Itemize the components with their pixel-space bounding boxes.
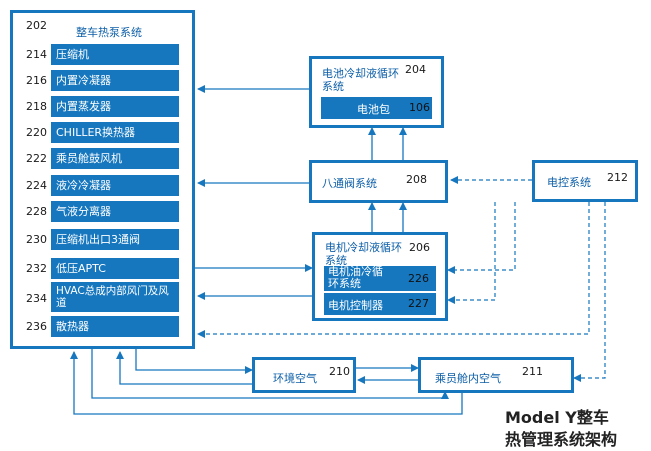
eight-way-valve-label: 八通阀系统	[322, 177, 377, 190]
motor-oil-cooling-label: 电机油冷循环系统	[328, 265, 383, 290]
component-cabin-blower: 乘员舱鼓风机	[51, 148, 179, 169]
component-number: 218	[26, 100, 47, 113]
component-number: 216	[26, 74, 47, 87]
component-number: 222	[26, 152, 47, 165]
heat-pump-system-title: 整车热泵系统	[76, 26, 142, 39]
component-number: 230	[26, 233, 47, 246]
motor-oil-cooling: 电机油冷循环系统 226	[324, 266, 436, 291]
component-number: 220	[26, 126, 47, 139]
motor-coolant-loop-number: 206	[409, 241, 430, 254]
electronic-control-box: 电控系统 212	[532, 160, 638, 202]
dashed-ecu-to-main	[197, 202, 590, 338]
battery-coolant-loop-number: 204	[405, 63, 426, 76]
dashed-ecu-to-cabin	[573, 202, 606, 382]
component-number: 232	[26, 262, 47, 275]
component-liquid-condenser: 液冷冷凝器	[51, 175, 179, 196]
motor-controller-number: 227	[408, 297, 429, 310]
component-chiller: CHILLER换热器	[51, 122, 179, 143]
battery-pack-number: 106	[409, 101, 430, 114]
arrow-main-to-cabin	[91, 349, 449, 399]
component-compressor: 压缩机	[51, 44, 179, 65]
motor-oil-cooling-number: 226	[408, 272, 429, 285]
component-internal-evaporator: 内置蒸发器	[51, 96, 179, 117]
battery-pack: 电池包 106	[321, 97, 432, 119]
component-three-way-valve: 压缩机出口3通阀	[51, 229, 179, 250]
arrow-main-to-ambient	[135, 349, 253, 374]
cabin-air-box: 乘员舱内空气 211	[418, 357, 574, 393]
cabin-air-number: 211	[522, 365, 543, 378]
arrow-ambient-to-main	[116, 351, 252, 385]
dashed-ecu-to-motor-oil	[447, 202, 516, 274]
arrow-cabin-to-main	[70, 351, 463, 415]
motor-controller-label: 电机控制器	[328, 299, 383, 312]
component-radiator: 散热器	[51, 316, 179, 337]
battery-coolant-loop-title: 电池冷却液循环系统	[322, 67, 399, 93]
component-gas-liquid-separator: 气液分离器	[51, 201, 179, 222]
eight-way-valve-box: 八通阀系统 208	[309, 160, 448, 203]
ambient-air-label: 环境空气	[273, 372, 317, 385]
battery-coolant-loop-box: 电池冷却液循环系统 204 电池包 106	[309, 56, 444, 128]
electronic-control-number: 212	[607, 171, 628, 184]
heat-pump-system-number: 202	[26, 19, 47, 32]
eight-way-valve-number: 208	[406, 173, 427, 186]
electronic-control-label: 电控系统	[547, 176, 591, 189]
component-internal-condenser: 内置冷凝器	[51, 70, 179, 91]
component-hvac-air-ducts: HVAC总成内部风门及风道	[51, 282, 179, 312]
motor-coolant-loop-title: 电机冷却液循环系统	[325, 241, 402, 267]
ambient-air-box: 环境空气 210	[252, 357, 356, 393]
motor-coolant-loop-box: 电机冷却液循环系统 206 电机油冷循环系统 226 电机控制器 227	[312, 232, 448, 321]
battery-pack-label: 电池包	[357, 103, 390, 116]
caption-model: Model Y整车	[505, 408, 609, 427]
component-number: 224	[26, 179, 47, 192]
component-number: 234	[26, 292, 47, 305]
component-low-pressure-aptc: 低压APTC	[51, 258, 179, 279]
component-number: 236	[26, 320, 47, 333]
dashed-ecu-to-motor-controller	[447, 202, 496, 304]
caption-architecture: 热管理系统架构	[505, 430, 618, 449]
ambient-air-number: 210	[329, 365, 350, 378]
motor-controller: 电机控制器 227	[324, 293, 436, 315]
cabin-air-label: 乘员舱内空气	[435, 372, 501, 385]
component-number: 228	[26, 205, 47, 218]
component-number: 214	[26, 48, 47, 61]
